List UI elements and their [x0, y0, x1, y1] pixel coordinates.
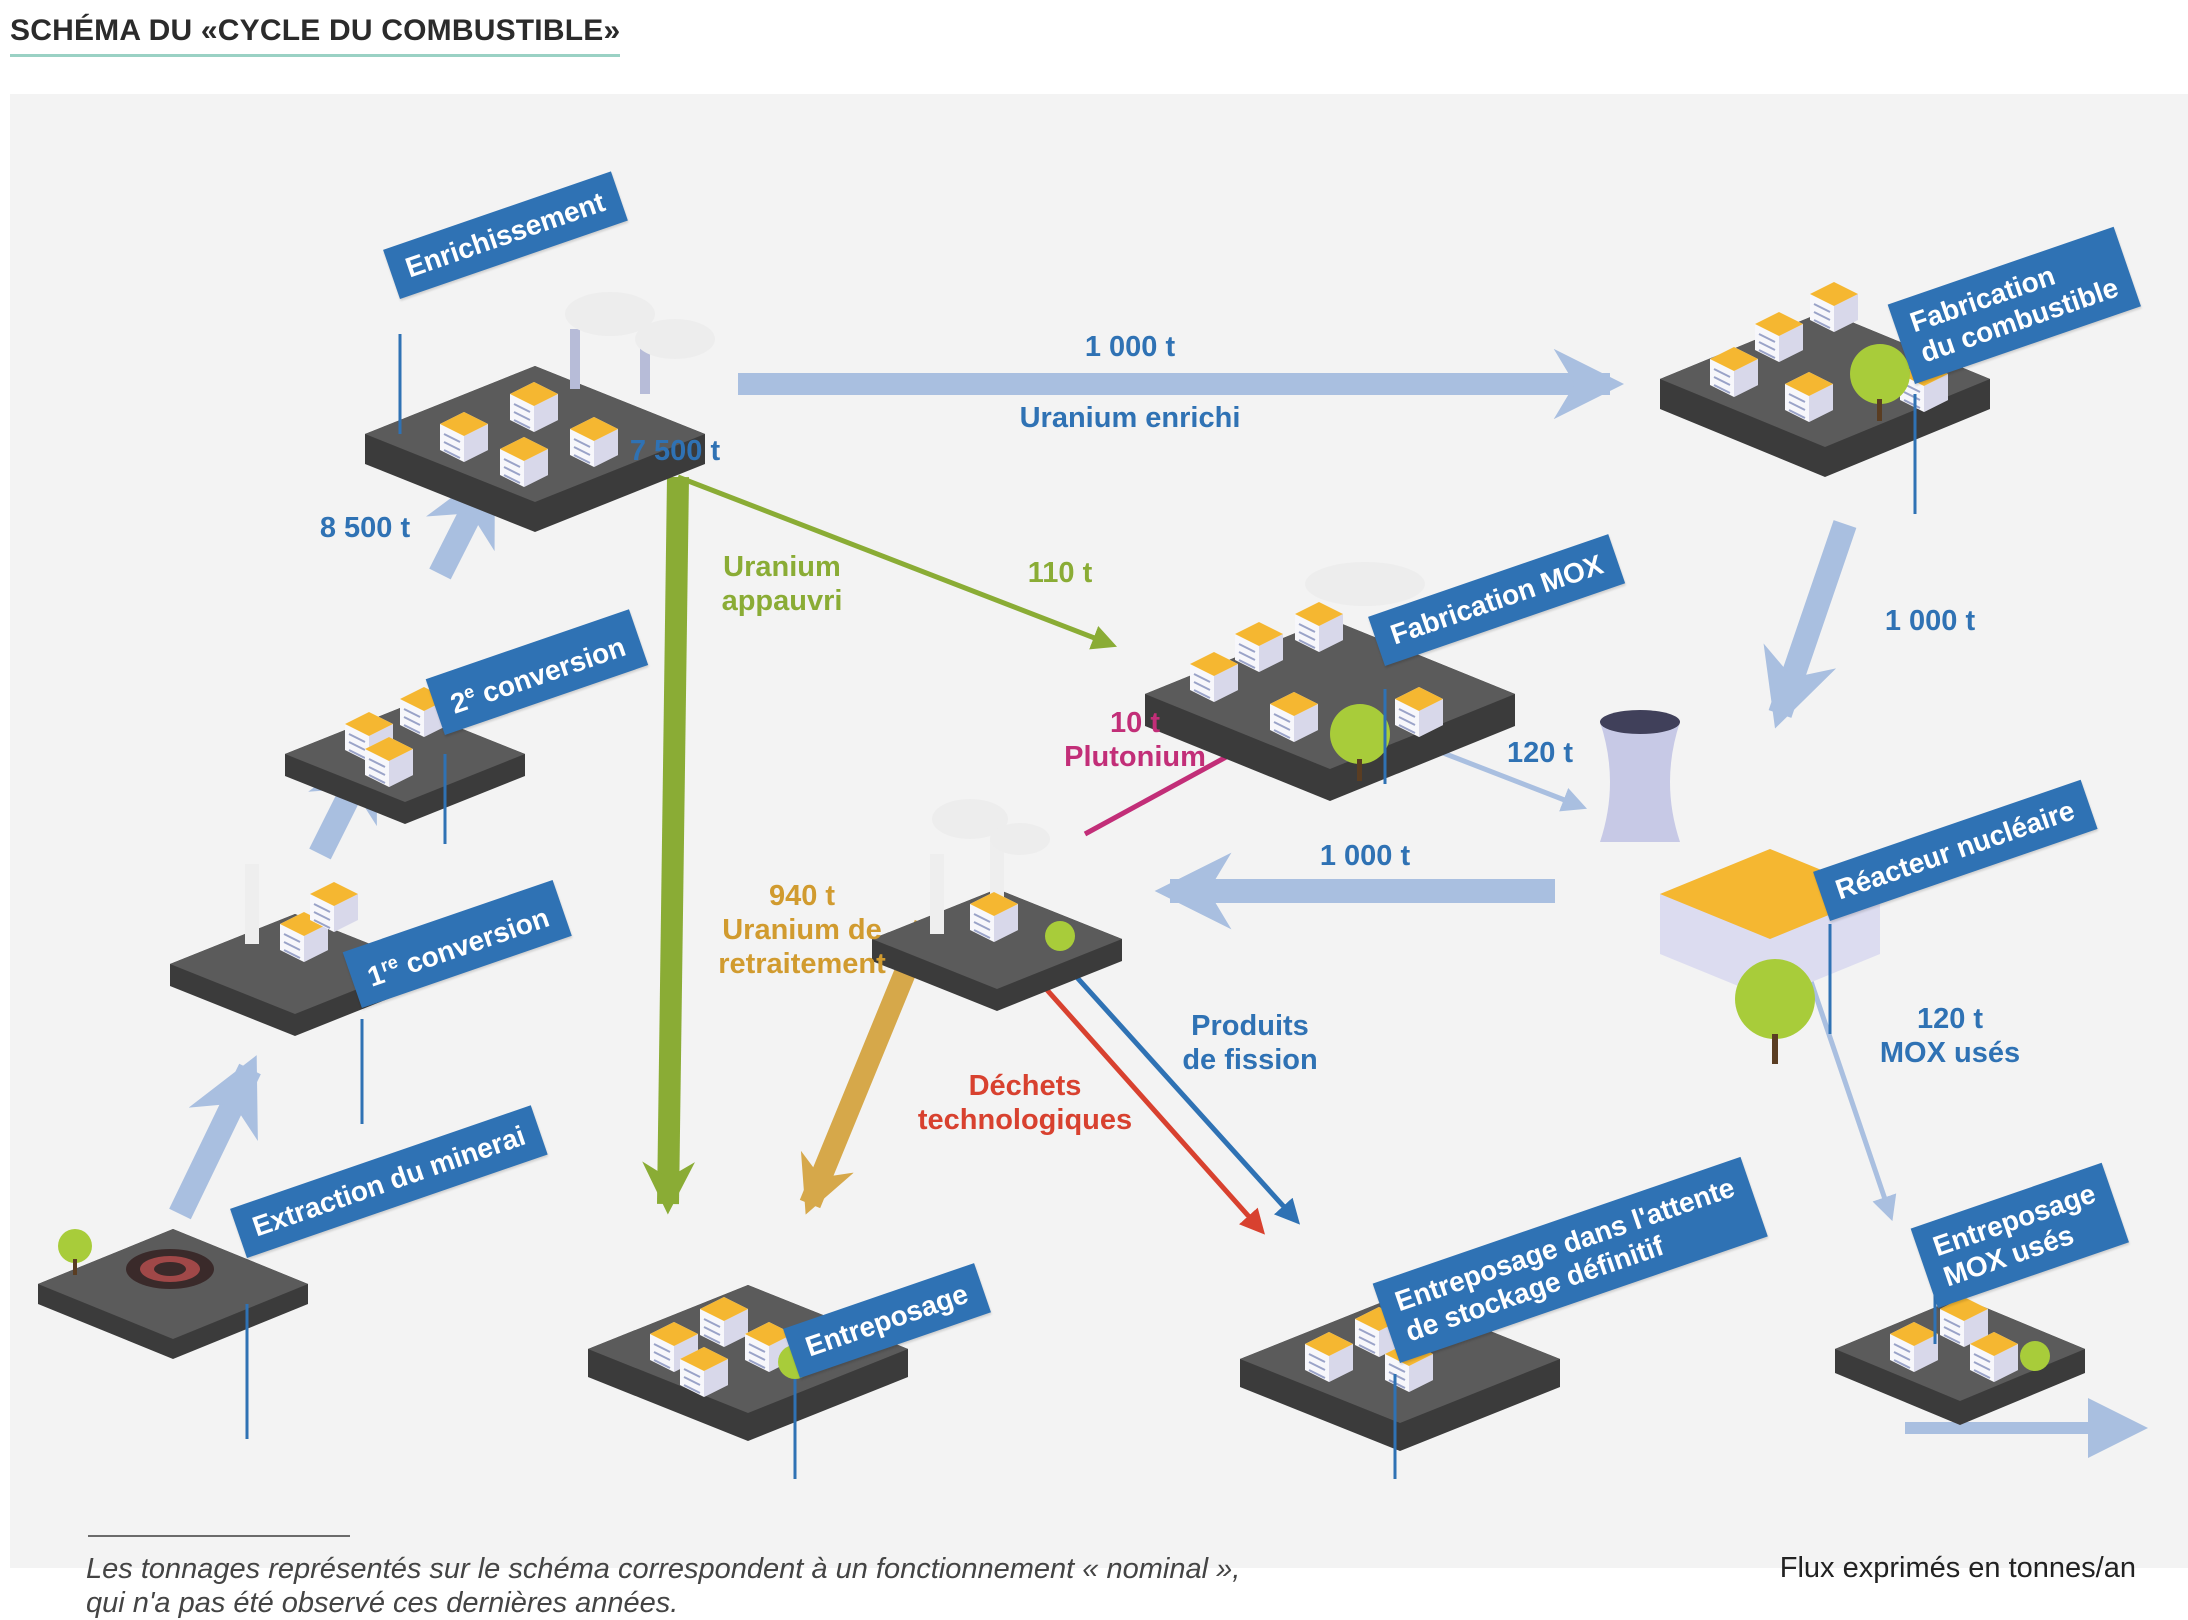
flow-depleted-to-mox: [677, 474, 1117, 650]
footnote: Les tonnages représentés sur le schéma c…: [86, 1553, 1241, 1619]
flag-poles: [245, 334, 1937, 1479]
label-fission: Produits de fission: [1182, 1010, 1318, 1076]
flow-mox-to-reactor: [1419, 741, 1587, 812]
label-waste: Déchets technologiques: [917, 1070, 1133, 1136]
label-depleted-to-mox: 110 t: [1027, 557, 1093, 589]
platform-retraitement: [872, 799, 1122, 1011]
flow-waste: [1013, 952, 1265, 1235]
label-mox-to-reactor: 120 t: [1506, 737, 1574, 769]
flow-reactor-to-moxused: [1797, 948, 1897, 1222]
label-reproc-uranium: 940 t Uranium de retraitement: [718, 880, 886, 980]
label-enrich-to-fab: Uranium enrichi: [1019, 402, 1241, 434]
footnote-rule: [88, 1535, 350, 1537]
platform-entreposage-mox: [1835, 1296, 2085, 1425]
flow-extraction-to-conv1: [169, 1055, 261, 1220]
label-depleted: Uranium appauvri: [721, 551, 843, 617]
label-mox-used: 120 t MOX usés: [1879, 1003, 2021, 1069]
flow-plutonium: [1083, 740, 1257, 837]
platform-enrichissement: [365, 292, 715, 532]
label-reactor-to-reproc: 1 000 t: [1319, 840, 1411, 872]
flow-fab-to-reactor: [1763, 520, 1857, 729]
platform-extraction: [38, 1229, 308, 1359]
label-fab-to-reactor: 1 000 t: [1884, 605, 1976, 637]
flow-depleted-to-storage: [642, 476, 695, 1215]
flow-fission: [1043, 940, 1301, 1225]
label-conv2-to-enrich: 8 500 t: [319, 512, 411, 544]
platform-mox: [1145, 562, 1515, 801]
label-enrich-out: 7 500 t: [629, 435, 721, 467]
label-plutonium: 10 t Plutonium: [1064, 707, 1206, 773]
legend-text: Flux exprimés en tonnes/an: [1779, 1552, 2136, 1584]
diagram-panel: Extraction du minerai 1re conversion 2e …: [10, 94, 2188, 1619]
page-title: SCHÉMA DU «CYCLE DU COMBUSTIBLE»: [10, 14, 621, 57]
platform-conv2: [285, 686, 525, 824]
label-enrich-to-fab-qty: 1 000 t: [1084, 331, 1176, 363]
fuel-cycle-diagram: [38, 281, 2148, 1479]
